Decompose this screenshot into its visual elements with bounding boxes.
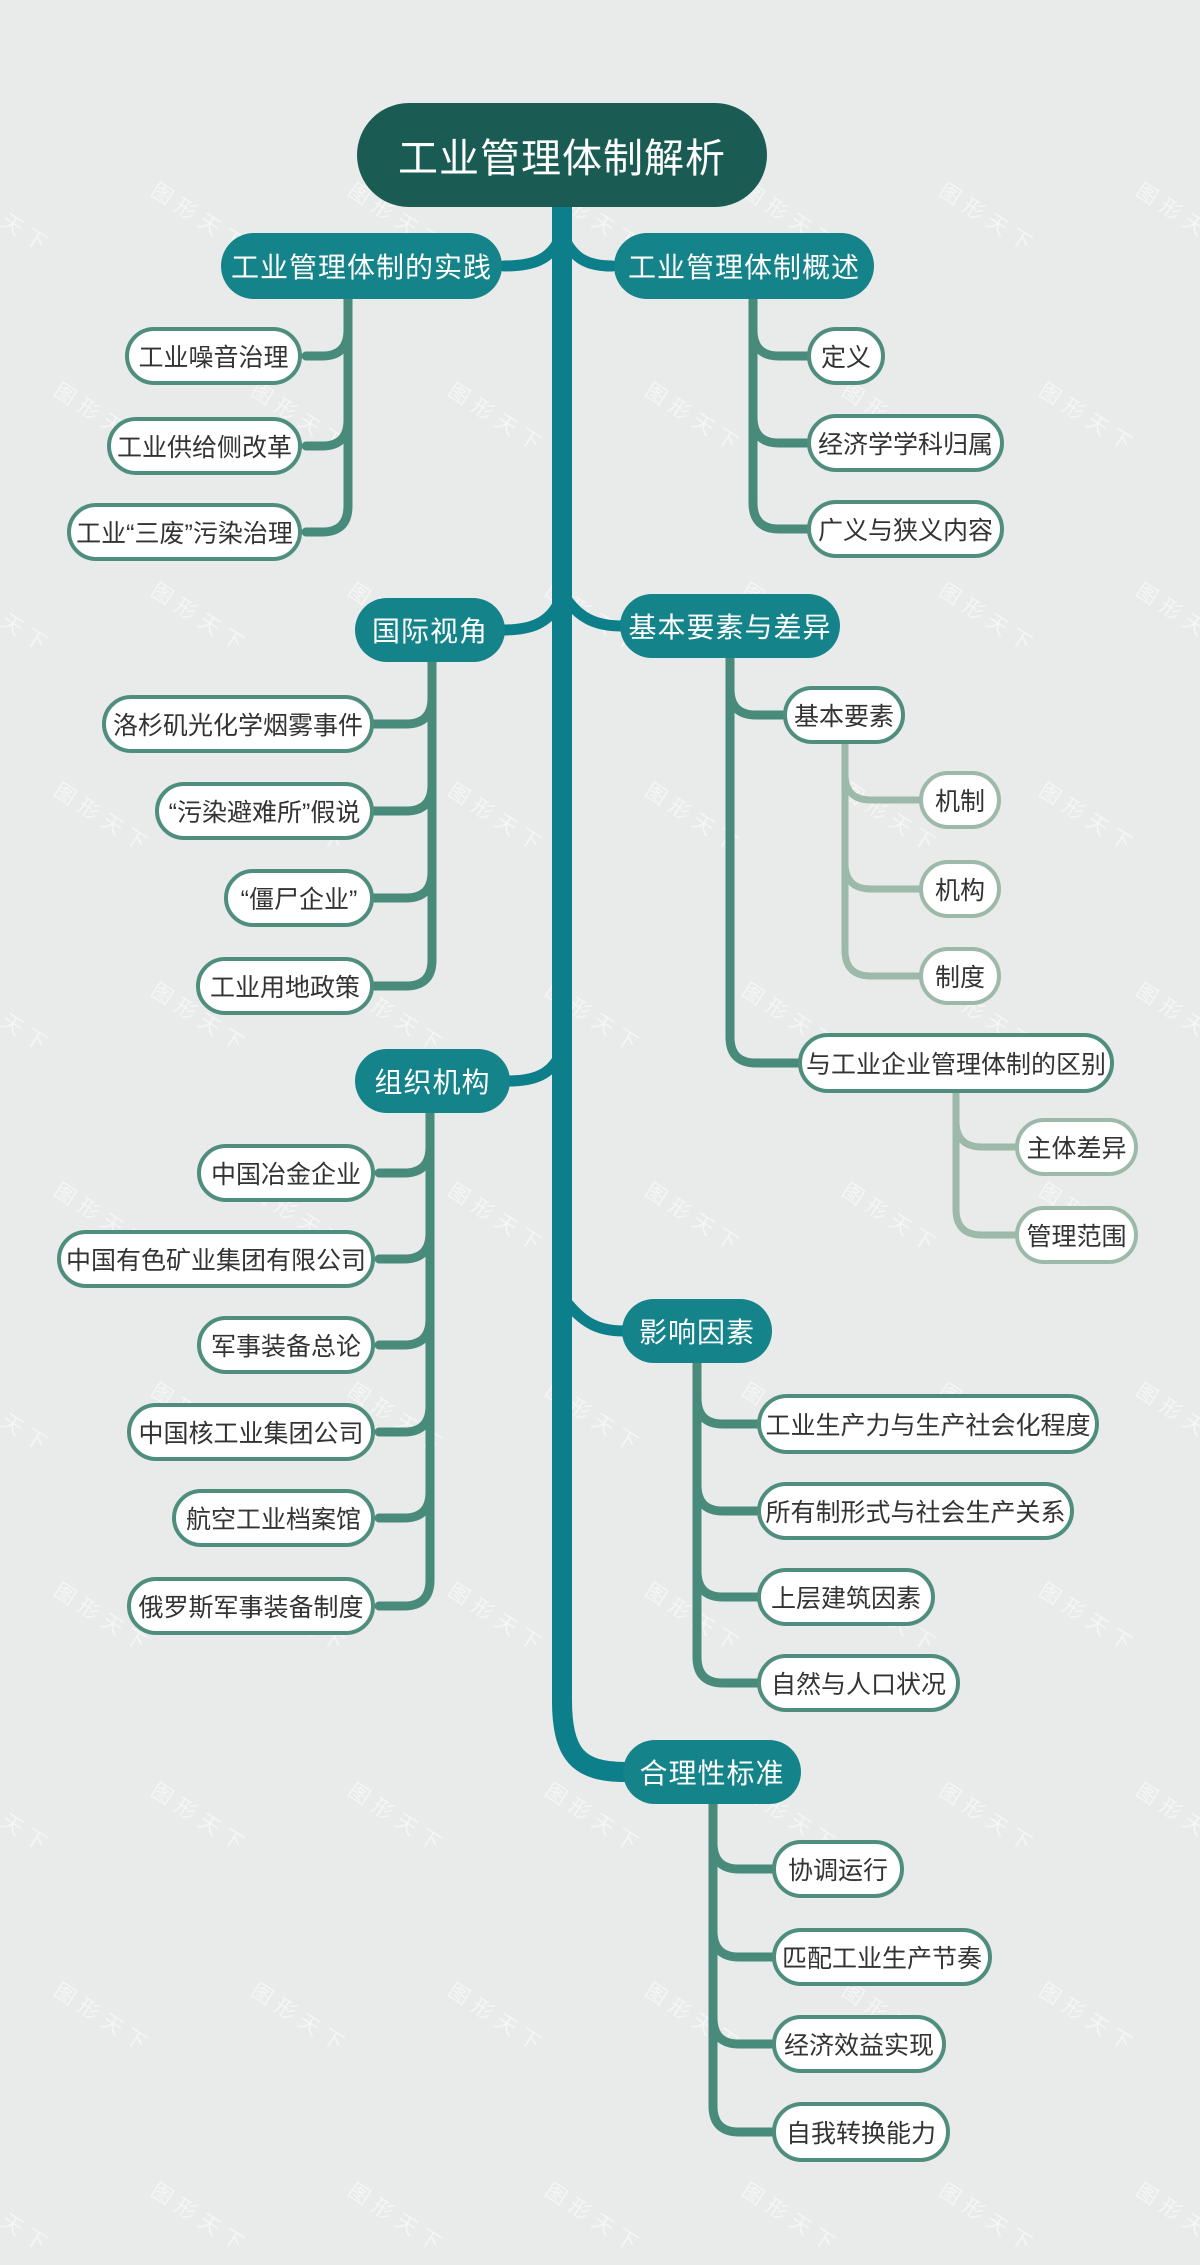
connector-leaf — [374, 1104, 435, 1611]
connector-leaf — [374, 1104, 435, 1437]
connector-leaf — [365, 653, 437, 991]
leaf-cnnc[interactable]: 中国核工业集团公司 — [127, 1403, 375, 1461]
leaf-productivity-socialization[interactable]: 工业生产力与生产社会化程度 — [757, 1394, 1099, 1454]
leaf-match-production-rhythm[interactable]: 匹配工业生产节奏 — [772, 1928, 992, 1986]
connector-leaf — [301, 290, 353, 451]
subleaf-system[interactable]: 制度 — [919, 947, 1001, 1005]
leaf-broad-narrow[interactable]: 广义与狭义内容 — [807, 500, 1004, 558]
leaf-industrial-land-policy[interactable]: 工业用地政策 — [196, 957, 374, 1015]
connector-leaf — [365, 653, 437, 903]
leaf-coordinated-operation[interactable]: 协调运行 — [772, 1840, 904, 1898]
connector-subleaf — [841, 736, 927, 804]
leaf-military-equipment-overview[interactable]: 军事装备总论 — [197, 1316, 375, 1374]
connector-leaf — [374, 1104, 435, 1264]
connector-leaf — [692, 1354, 766, 1602]
root-node[interactable]: 工业管理体制解析 — [357, 103, 767, 207]
connector-leaf — [708, 1795, 781, 1962]
leaf-aviation-archives[interactable]: 航空工业档案馆 — [172, 1489, 375, 1547]
connector-leaf — [365, 653, 437, 816]
leaf-ownership-relations[interactable]: 所有制形式与社会生产关系 — [757, 1482, 1074, 1540]
branch-rationality[interactable]: 合理性标准 — [623, 1740, 801, 1804]
leaf-basic-elements[interactable]: 基本要素 — [783, 686, 905, 744]
leaf-pollution-haven[interactable]: “污染避难所”假说 — [155, 782, 374, 840]
leaf-difference-from-enterprise[interactable]: 与工业企业管理体制的区别 — [798, 1033, 1114, 1093]
leaf-economics-discipline[interactable]: 经济学学科归属 — [807, 414, 1004, 472]
connector-branch-international — [497, 598, 564, 636]
connector-subleaf — [952, 1085, 1023, 1239]
branch-overview[interactable]: 工业管理体制概述 — [614, 233, 874, 299]
trunk-line — [552, 200, 626, 1782]
connector-leaf — [748, 290, 816, 534]
leaf-metallurgy-enterprises[interactable]: 中国冶金企业 — [197, 1144, 375, 1202]
connector-leaf — [374, 1104, 435, 1178]
connector-branch-elements — [561, 594, 628, 632]
connector-leaf — [365, 653, 437, 729]
connector-leaf — [748, 290, 816, 448]
connector-leaf — [692, 1354, 766, 1516]
connector-branch-practice — [498, 234, 565, 272]
branch-practice[interactable]: 工业管理体制的实践 — [221, 233, 502, 299]
leaf-noise-control[interactable]: 工业噪音治理 — [125, 327, 302, 385]
connector-leaf — [725, 649, 792, 720]
branch-factors[interactable]: 影响因素 — [622, 1299, 772, 1363]
subleaf-subject-difference[interactable]: 主体差异 — [1015, 1118, 1138, 1176]
leaf-definition[interactable]: 定义 — [807, 327, 885, 385]
connector-leaf — [748, 290, 816, 361]
leaf-russia-military-system[interactable]: 俄罗斯军事装备制度 — [127, 1577, 375, 1635]
leaf-three-wastes[interactable]: 工业“三废”污染治理 — [67, 503, 302, 561]
leaf-zombie-firms[interactable]: “僵尸企业” — [224, 869, 374, 927]
connector-subleaf — [841, 736, 927, 893]
connector-leaf — [692, 1354, 766, 1429]
connector-leaf — [374, 1104, 435, 1350]
connector-leaf — [301, 290, 353, 361]
subleaf-management-scope[interactable]: 管理范围 — [1015, 1206, 1138, 1264]
connector-leaf — [708, 1795, 781, 1874]
subleaf-institution[interactable]: 机构 — [919, 860, 1001, 918]
branch-international[interactable]: 国际视角 — [355, 598, 505, 662]
leaf-economic-benefit[interactable]: 经济效益实现 — [772, 2015, 946, 2073]
leaf-supply-side-reform[interactable]: 工业供给侧改革 — [107, 417, 302, 475]
connector-leaf — [708, 1795, 781, 2137]
connector-leaf — [708, 1795, 781, 2049]
leaf-nature-population[interactable]: 自然与人口状况 — [757, 1654, 960, 1712]
leaf-nonferrous-group[interactable]: 中国有色矿业集团有限公司 — [57, 1230, 375, 1288]
connector-subleaf — [841, 736, 927, 980]
connector-leaf — [692, 1354, 766, 1688]
branch-elements[interactable]: 基本要素与差异 — [620, 594, 840, 658]
leaf-superstructure[interactable]: 上层建筑因素 — [757, 1568, 935, 1626]
connector-branch-factors — [563, 1299, 630, 1337]
connector-leaf — [725, 649, 807, 1068]
connector-branch-organizations — [502, 1049, 566, 1087]
connector-subleaf — [952, 1085, 1023, 1151]
leaf-la-smog[interactable]: 洛杉矶光化学烟雾事件 — [102, 695, 374, 753]
subleaf-mechanism[interactable]: 机制 — [919, 771, 1001, 829]
leaf-self-transformation[interactable]: 自我转换能力 — [772, 2102, 950, 2162]
branch-organizations[interactable]: 组织机构 — [355, 1049, 510, 1113]
connector-branch-overview — [559, 234, 618, 272]
connector-leaf — [301, 290, 353, 537]
